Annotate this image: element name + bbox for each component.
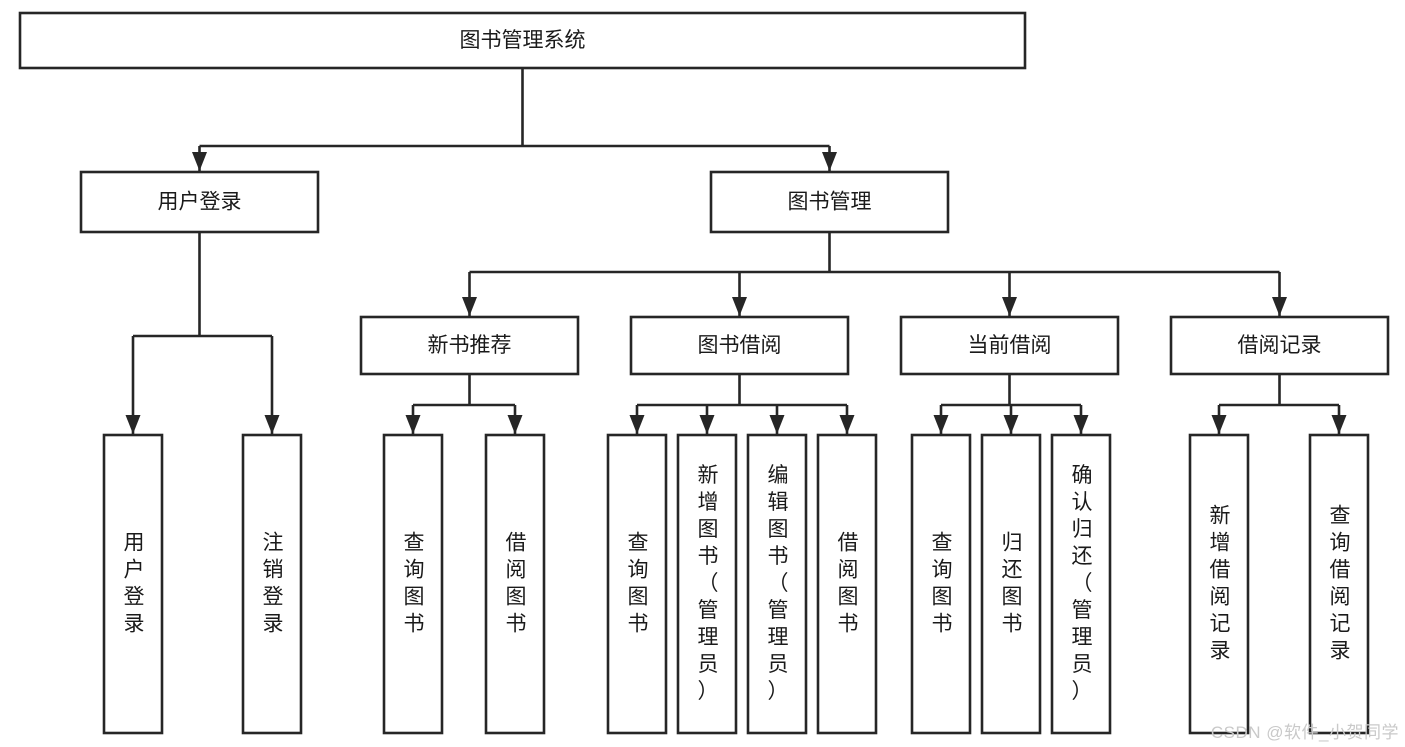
leaf-current-borrow-1-label: 归还图书: [1002, 531, 1023, 635]
node-root-system-label: 图书管理系统: [460, 29, 586, 52]
leaf-new-book-rec-1[interactable]: 借阅图书: [484, 433, 546, 735]
leaf-book-borrow-0-label: 查询图书: [628, 531, 649, 635]
arrow-book_borrow-leaf-1: [699, 415, 715, 434]
node-current-borrowing-box: [899, 315, 1120, 376]
node-current-borrowing[interactable]: 当前借阅: [899, 315, 1120, 376]
leaf-current-borrow-0-label: 查询图书: [932, 531, 953, 635]
leaf-book-borrow-2[interactable]: 编辑图书（管理员）: [746, 433, 808, 735]
node-current-borrowing-label: 当前借阅: [968, 334, 1052, 357]
leaf-current-borrow-0[interactable]: 查询图书: [910, 433, 972, 735]
node-borrow-record-box: [1169, 315, 1390, 376]
arrow-current_borrow-leaf-2: [1073, 415, 1089, 434]
node-book-management[interactable]: 图书管理: [709, 170, 950, 234]
arrow-borrow_record-leaf-0: [1211, 415, 1227, 434]
node-new-book-recommendation-label: 新书推荐: [428, 334, 512, 357]
node-root-system[interactable]: 图书管理系统: [18, 11, 1027, 70]
node-user-login[interactable]: 用户登录: [79, 170, 320, 234]
leaf-borrow-record-0[interactable]: 新增借阅记录: [1188, 433, 1250, 735]
node-borrow-record-label: 借阅记录: [1238, 334, 1322, 357]
leaf-book-borrow-1-box: [676, 433, 738, 735]
leaf-current-borrow-1-box: [980, 433, 1042, 735]
leaf-new-book-rec-1-label: 借阅图书: [506, 531, 527, 635]
leaf-book-borrow-1-label: 新增图书（管理员）: [698, 464, 719, 703]
node-new-book-recommendation-box: [359, 315, 580, 376]
leaf-borrow-record-1-label: 查询借阅记录: [1330, 504, 1351, 662]
leaf-book-borrow-0[interactable]: 查询图书: [606, 433, 668, 735]
arrow-current_borrow-leaf-1: [1003, 415, 1019, 434]
leaf-user-login-0-box: [102, 433, 164, 735]
arrow-book-mgmt-child-0: [462, 297, 477, 316]
node-root-system-box: [18, 11, 1027, 70]
leaf-current-borrow-0-box: [910, 433, 972, 735]
node-book-management-box: [709, 170, 950, 234]
arrow-root-to-user-login: [192, 152, 207, 171]
leaf-current-borrow-2-box: [1050, 433, 1112, 735]
leaf-book-borrow-1[interactable]: 新增图书（管理员）: [676, 433, 738, 735]
leaf-current-borrow-1[interactable]: 归还图书: [980, 433, 1042, 735]
leaf-book-borrow-3-box: [816, 433, 878, 735]
leaf-new-book-rec-1-box: [484, 433, 546, 735]
node-book-management-label: 图书管理: [788, 191, 872, 214]
leaf-borrow-record-0-label: 新增借阅记录: [1210, 504, 1231, 662]
arrow-current_borrow-leaf-0: [933, 415, 949, 434]
arrow-new_book_rec-leaf-0: [405, 415, 421, 434]
leaf-current-borrow-2-label: 确认归还（管理员）: [1072, 464, 1093, 703]
arrow-user-login-leaf-1: [264, 415, 280, 434]
leaf-book-borrow-2-box: [746, 433, 808, 735]
leaf-book-borrow-3-label: 借阅图书: [838, 531, 859, 635]
arrow-book-mgmt-child-3: [1272, 297, 1287, 316]
leaf-user-login-1-box: [241, 433, 303, 735]
arrow-book-mgmt-child-2: [1002, 297, 1017, 316]
node-book-borrowing[interactable]: 图书借阅: [629, 315, 850, 376]
connector-layer: [125, 68, 1347, 434]
leaf-current-borrow-2[interactable]: 确认归还（管理员）: [1050, 433, 1112, 735]
leaf-book-borrow-2-label: 编辑图书（管理员）: [768, 464, 789, 703]
csdn-watermark: CSDN @软件_小贺同学: [1210, 723, 1399, 742]
node-user-login-label: 用户登录: [158, 191, 242, 214]
leaf-borrow-record-0-box: [1188, 433, 1250, 735]
leaf-borrow-record-1-box: [1308, 433, 1370, 735]
arrow-book_borrow-leaf-0: [629, 415, 645, 434]
node-borrow-record[interactable]: 借阅记录: [1169, 315, 1390, 376]
node-new-book-recommendation[interactable]: 新书推荐: [359, 315, 580, 376]
node-user-login-box: [79, 170, 320, 234]
leaf-new-book-rec-0[interactable]: 查询图书: [382, 433, 444, 735]
leaf-user-login-1[interactable]: 注销登录: [241, 433, 303, 735]
arrow-new_book_rec-leaf-1: [507, 415, 523, 434]
leaf-book-borrow-3[interactable]: 借阅图书: [816, 433, 878, 735]
node-layer: 图书管理系统用户登录图书管理新书推荐图书借阅当前借阅借阅记录用户登录注销登录查询…: [18, 11, 1390, 735]
arrow-book-mgmt-child-1: [732, 297, 747, 316]
leaf-user-login-1-label: 注销登录: [263, 531, 284, 635]
leaf-new-book-rec-0-box: [382, 433, 444, 735]
leaf-borrow-record-1[interactable]: 查询借阅记录: [1308, 433, 1370, 735]
leaf-user-login-0-label: 用户登录: [124, 531, 145, 635]
arrow-user-login-leaf-0: [125, 415, 141, 434]
arrow-root-to-book-mgmt: [822, 152, 837, 171]
node-book-borrowing-box: [629, 315, 850, 376]
arrow-borrow_record-leaf-1: [1331, 415, 1347, 434]
node-book-borrowing-label: 图书借阅: [698, 334, 782, 357]
arrow-book_borrow-leaf-3: [839, 415, 855, 434]
leaf-new-book-rec-0-label: 查询图书: [404, 531, 425, 635]
leaf-book-borrow-0-box: [606, 433, 668, 735]
leaf-user-login-0[interactable]: 用户登录: [102, 433, 164, 735]
arrow-book_borrow-leaf-2: [769, 415, 785, 434]
